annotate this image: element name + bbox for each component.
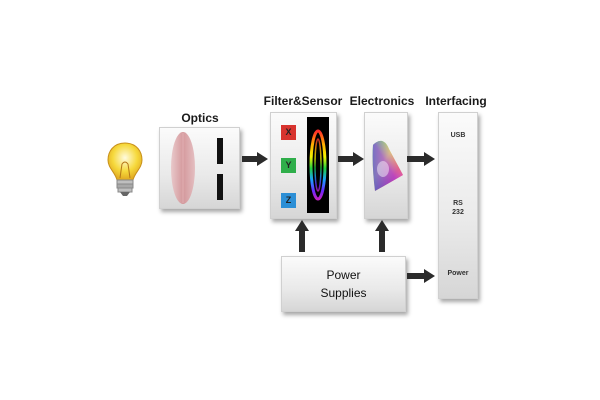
- port-rs232: RS 232: [447, 199, 469, 217]
- power-supplies-label-line2: Supplies: [282, 284, 405, 302]
- arrow-power-to-interfacing: [407, 269, 435, 283]
- light-bulb-icon: [105, 140, 145, 200]
- arrow-filter-to-electronics: [338, 152, 364, 166]
- interfacing-block: USB RS 232 Power: [438, 112, 478, 299]
- power-supplies-label-line1: Power: [282, 266, 405, 284]
- filter-sensor-title: Filter&Sensor: [262, 94, 344, 108]
- aperture-slit-top: [217, 138, 223, 164]
- filter-sensor-block: X Y Z: [270, 112, 337, 219]
- spectrum-icon: [307, 117, 329, 213]
- port-power: Power: [439, 269, 477, 278]
- arrow-electronics-to-interfacing: [407, 152, 435, 166]
- electronics-block: [364, 112, 408, 219]
- arrow-power-to-electronics: [375, 220, 389, 252]
- arrow-optics-to-filter: [242, 152, 268, 166]
- interfacing-title: Interfacing: [421, 94, 491, 108]
- port-usb: USB: [439, 131, 477, 140]
- aperture-slit-bottom: [217, 174, 223, 200]
- electronics-title: Electronics: [347, 94, 417, 108]
- filter-y: Y: [281, 158, 296, 173]
- color-gamut-icon: [369, 135, 405, 195]
- optics-block: [159, 127, 240, 209]
- optics-title: Optics: [160, 111, 240, 125]
- arrow-power-to-filter: [295, 220, 309, 252]
- power-supplies-block: Power Supplies: [281, 256, 406, 312]
- lens-icon: [168, 130, 198, 206]
- filter-z: Z: [281, 193, 296, 208]
- filter-x: X: [281, 125, 296, 140]
